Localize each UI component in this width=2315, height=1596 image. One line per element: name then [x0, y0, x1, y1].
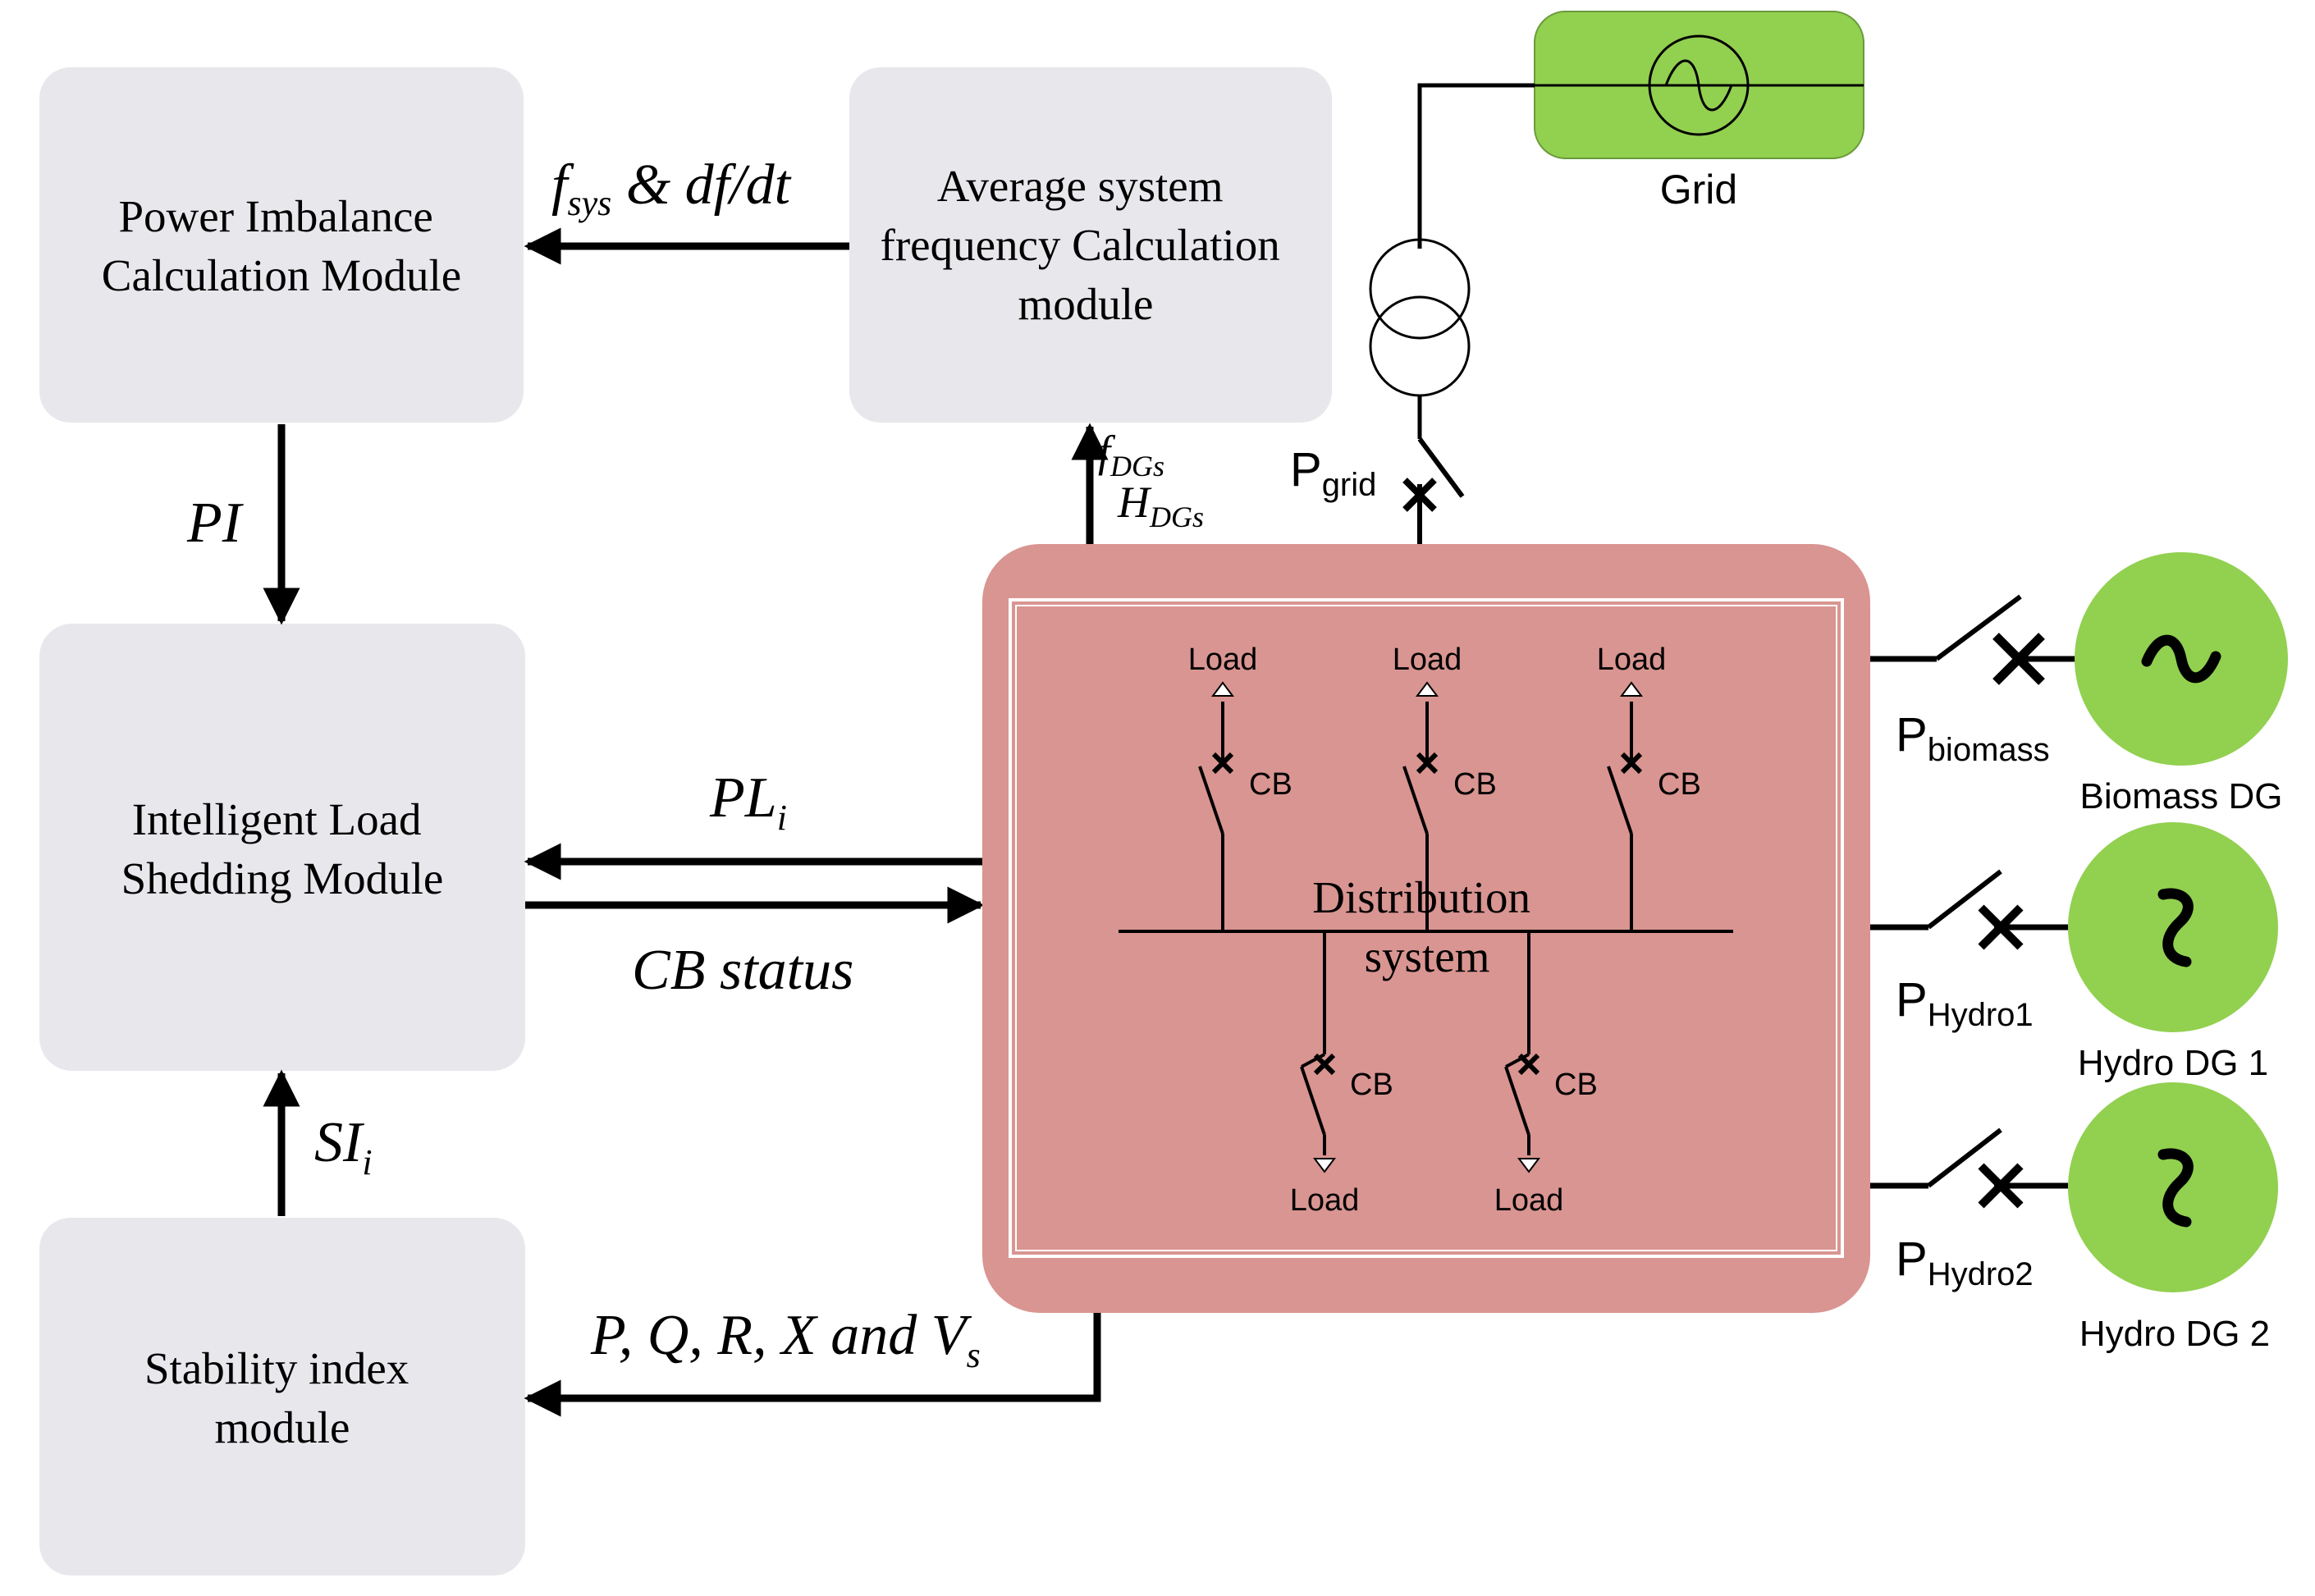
- signal-arrows: [263, 227, 1109, 1417]
- distribution-title-2: system: [1365, 931, 1490, 981]
- power-imbalance-line-2: Calculation Module: [102, 250, 461, 300]
- svg-text:Intelligent Load Sheddin: Intelligent Load Shedding Module: [121, 794, 444, 903]
- cb-label-top-2: CB: [1453, 767, 1497, 802]
- biomass-switch: [1935, 594, 2022, 661]
- pqrxv-label: P, Q, R, X and Vs: [590, 1304, 981, 1375]
- hydro2-switch: [1927, 1127, 2002, 1188]
- upper-feeder-1: [1198, 681, 1234, 931]
- avg-frequency-module: Average system frequency Calculation mod…: [849, 67, 1332, 423]
- avg-frequency-line-1: Average system: [937, 161, 1224, 211]
- power-imbalance-module: Power Imbalance Calculation Module: [39, 67, 524, 423]
- avg-frequency-line-2: frequency Calculation: [881, 220, 1280, 270]
- load-label-top-2: Load: [1393, 643, 1462, 677]
- cb-status-label: CB status: [632, 939, 853, 1002]
- cb-label-bottom-1: CB: [1350, 1068, 1393, 1102]
- biomass-ac-icon: [2141, 634, 2221, 684]
- hdgs-label: HDGs: [1117, 478, 1204, 533]
- hydro-dg-2: PHydro2 Hydro DG 2: [1870, 1082, 2278, 1354]
- upper-feeder-3: [1607, 681, 1643, 931]
- cb-label-top-3: CB: [1658, 767, 1701, 802]
- fdgs-label: fDGs: [1098, 427, 1164, 482]
- svg-text:Stability index module: Stability index module: [144, 1343, 420, 1452]
- load-label-top-3: Load: [1597, 643, 1667, 677]
- fsys-label: fsys & df/dt: [551, 153, 792, 223]
- grid-switch: [1417, 437, 1465, 498]
- hydro1-turbine-icon: [2157, 888, 2194, 967]
- upper-feeder-2: [1402, 681, 1439, 931]
- load-label-bottom-2: Load: [1494, 1183, 1564, 1218]
- stability-index-module: Stability index module: [39, 1218, 525, 1575]
- grid-source: Grid: [1534, 11, 1864, 213]
- phydro1-label: PHydro1: [1896, 973, 2034, 1033]
- lower-feeder-1: [1300, 931, 1336, 1173]
- hydro2-turbine-icon: [2157, 1148, 2194, 1228]
- pi-label: PI: [186, 492, 245, 555]
- svg-text:Power Imbalance Calculat: Power Imbalance Calculation Module: [102, 191, 461, 300]
- pqrxv-arrow: [524, 1313, 1101, 1417]
- pli-label: PLi: [709, 766, 787, 838]
- svg-text:Distribution system: Distribution system: [1312, 872, 1542, 981]
- distribution-system: Distribution system: [982, 544, 1870, 1313]
- stability-line-2: module: [215, 1402, 350, 1452]
- cb-label-top-1: CB: [1249, 767, 1292, 802]
- phydro2-label: PHydro2: [1896, 1232, 2034, 1292]
- grid-connection: [1369, 83, 1535, 544]
- svg-text:Average system frequency: Average system frequency Calculation mod…: [881, 161, 1292, 329]
- transformer-icon: [1369, 238, 1471, 340]
- lower-feeder-2: [1504, 931, 1540, 1173]
- pbiomass-label: Pbiomass: [1896, 708, 2050, 768]
- ac-source-icon: [1648, 34, 1750, 136]
- grid-breaker-cross: [1402, 478, 1437, 512]
- pgrid-label: Pgrid: [1290, 443, 1376, 503]
- ils-line-2: Shedding Module: [121, 853, 444, 903]
- stability-line-1: Stability index: [144, 1343, 409, 1393]
- power-imbalance-line-1: Power Imbalance: [118, 191, 432, 241]
- distribution-title-1: Distribution: [1312, 872, 1530, 922]
- hydro-dg-1: PHydro1 Hydro DG 1: [1870, 822, 2278, 1083]
- hydro1-switch: [1927, 869, 2002, 930]
- cb-label-bottom-2: CB: [1554, 1068, 1598, 1102]
- si-label: SIi: [314, 1111, 373, 1182]
- biomass-dg-label: Biomass DG: [2080, 776, 2283, 816]
- intelligent-load-shedding-module: Intelligent Load Shedding Module: [39, 624, 525, 1071]
- ils-line-1: Intelligent Load: [132, 794, 422, 844]
- hydro-dg-1-label: Hydro DG 1: [2078, 1043, 2268, 1083]
- grid-label: Grid: [1660, 167, 1737, 213]
- load-label-top-1: Load: [1188, 643, 1258, 677]
- load-label-bottom-1: Load: [1290, 1183, 1360, 1218]
- biomass-dg: Pbiomass Biomass DG: [1870, 552, 2288, 816]
- hydro-dg-2-label: Hydro DG 2: [2079, 1314, 2270, 1354]
- avg-frequency-line-3: module: [1018, 279, 1154, 329]
